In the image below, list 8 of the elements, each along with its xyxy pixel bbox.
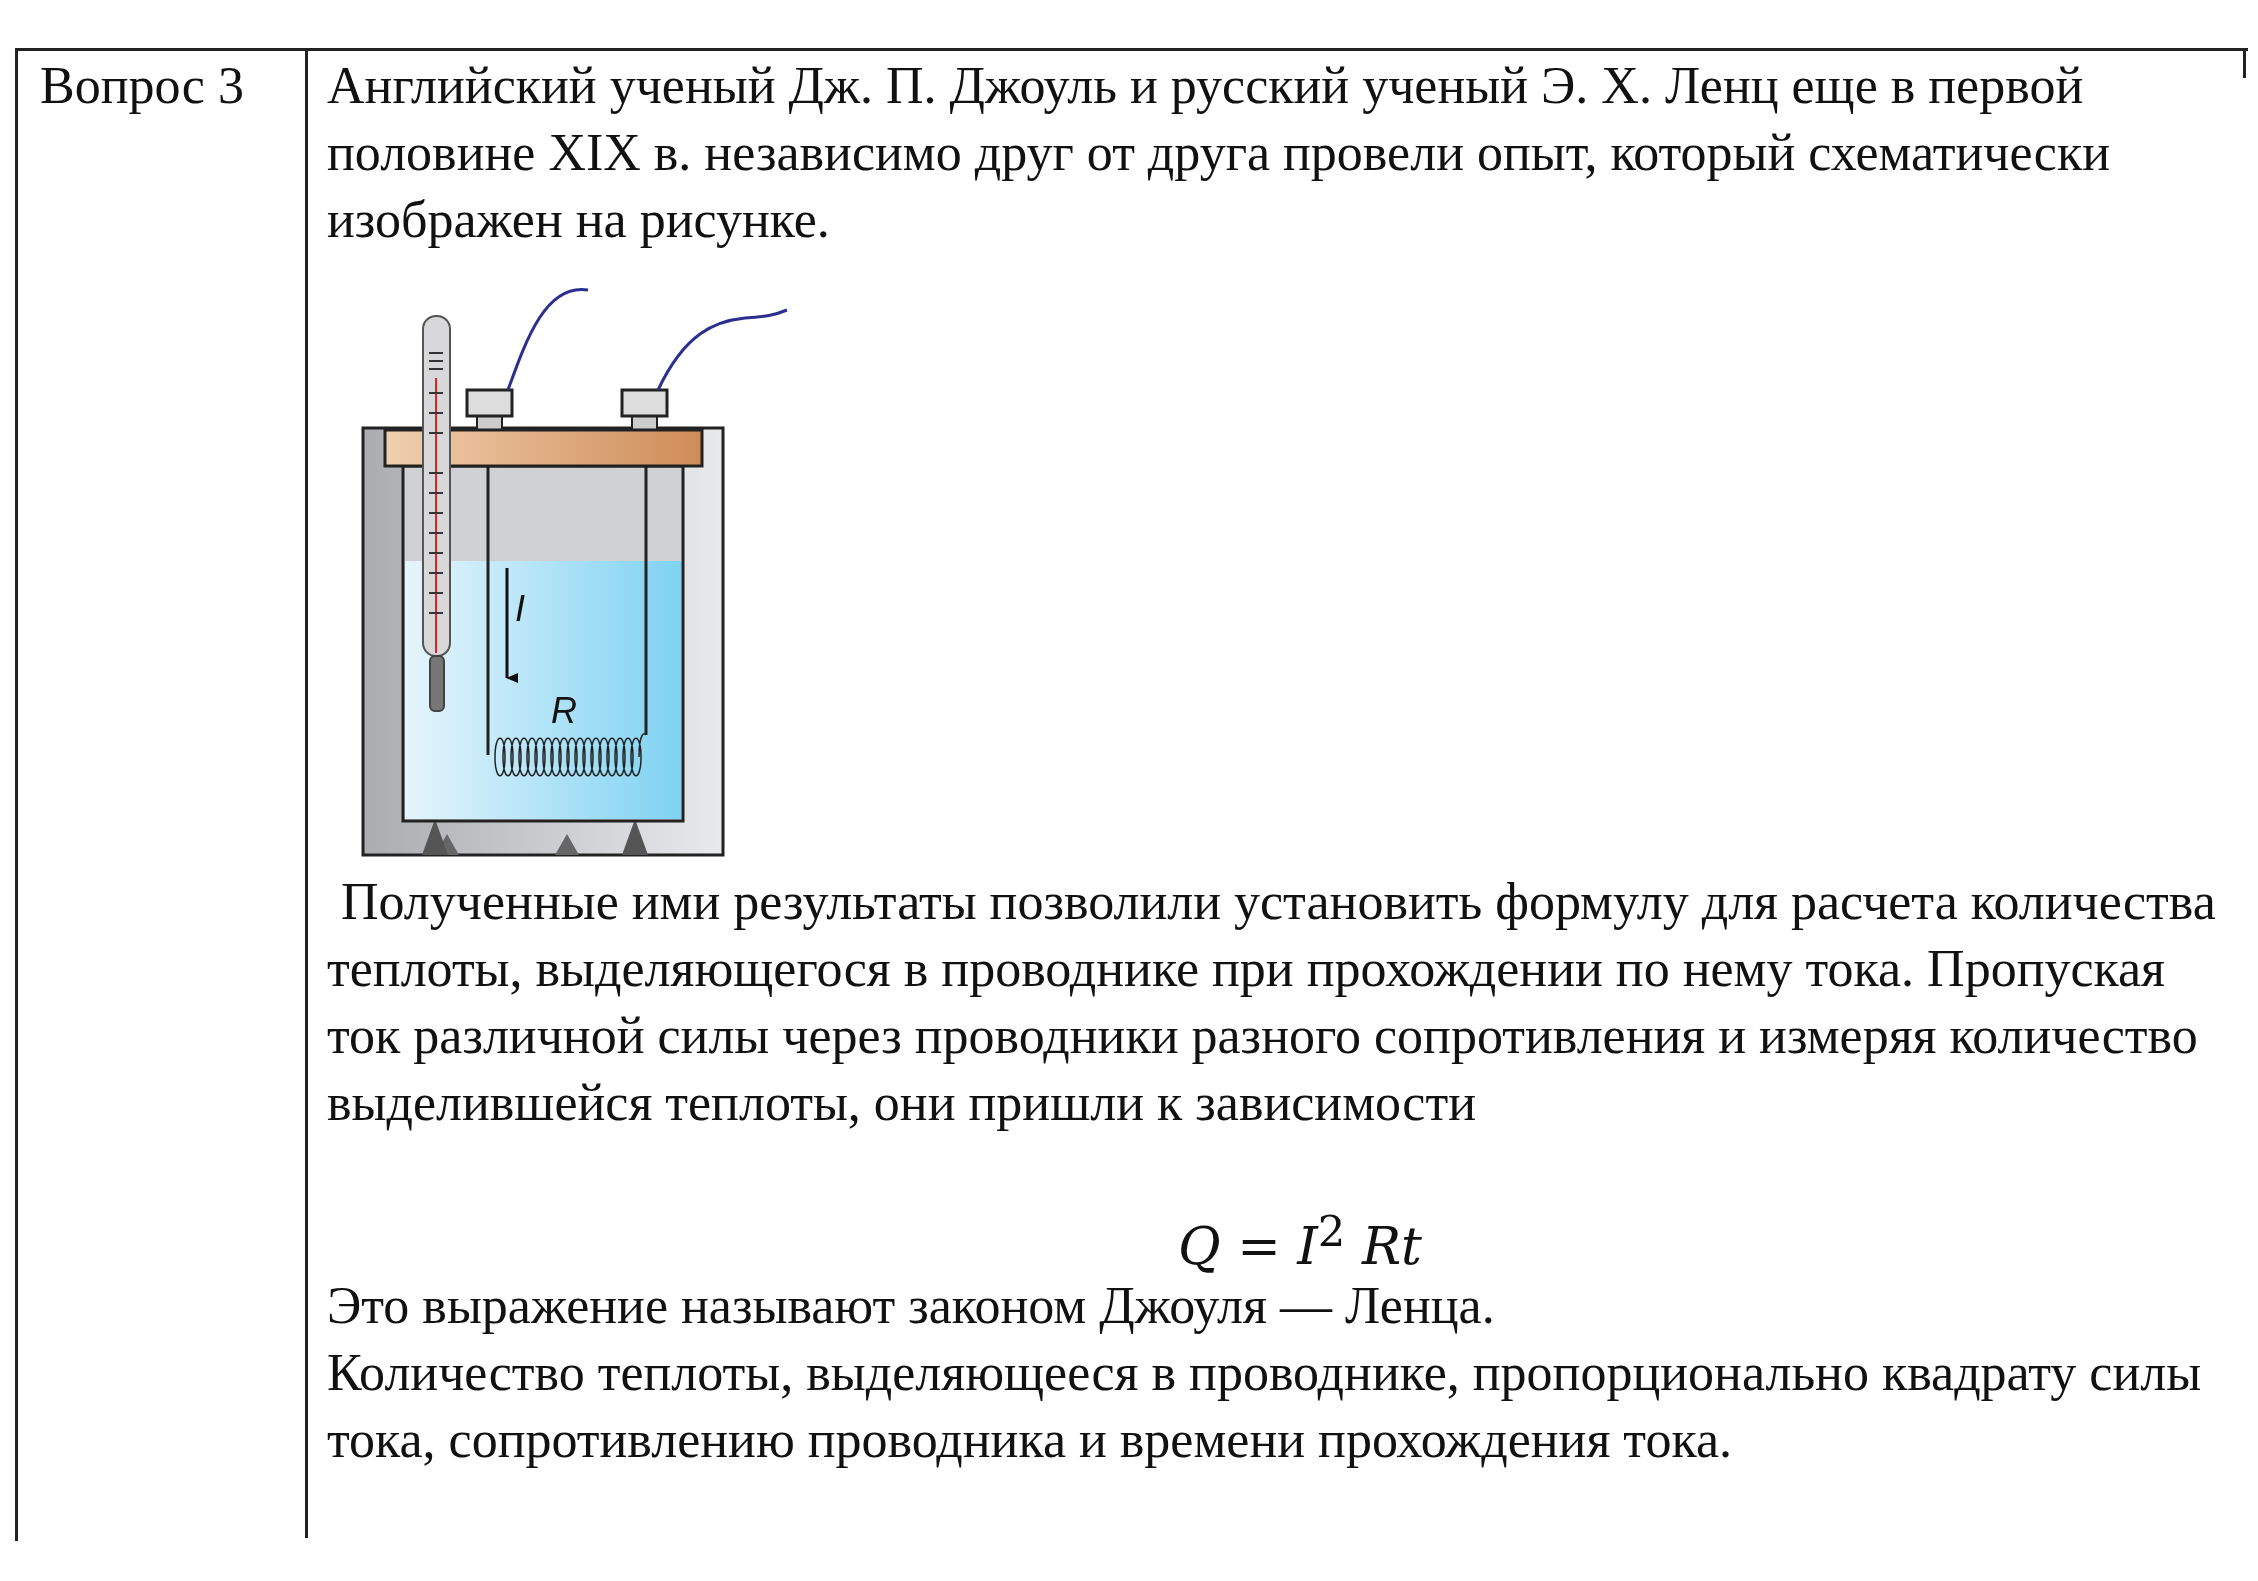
law-name-text: Это выражение называют законом Джоуля — Ленца. — [327, 1276, 1495, 1336]
current-label: I — [515, 591, 525, 627]
law-statement: Количество теплоты, выделяющееся в проводнике, пропорционально квадрату силы тока, сопротивлению проводника и времени прохождения тока. — [327, 1343, 2203, 1470]
formula: Q = I$^{2}$ Rt — [1177, 1205, 1423, 1279]
question-number: Вопрос 3 — [40, 56, 244, 116]
resistance-label: R — [551, 693, 577, 729]
question-text: Английский ученый Дж. П. Джоуль и русский ученый Э. Х. Ленц еще в первой половине XIX в. независимо друг от друга провели опыт, который схематически изображен на рисунке. — [327, 56, 2111, 250]
explanation-paragraph: Полученные ими результаты позволили установить формулу для расчета количества теплоты, выделяющегося в проводнике при прохождении по нему тока. Пропуская ток различной силы через проводники разного сопротивления и измеряя количество выделившейся теплоты, они пришли к зависимости — [327, 872, 2217, 1133]
